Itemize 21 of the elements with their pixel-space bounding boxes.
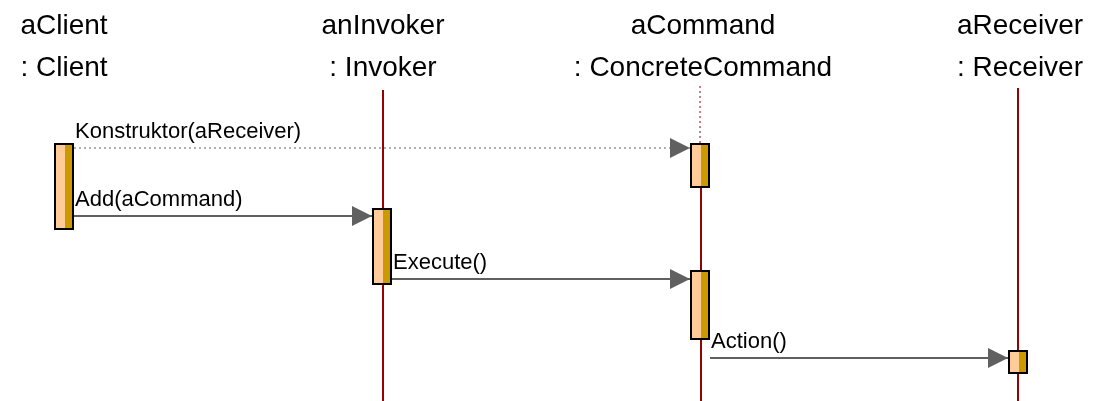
edge-label: Add(aCommand) bbox=[75, 187, 243, 211]
class-name: : Invoker bbox=[328, 50, 438, 84]
activation-bar bbox=[372, 208, 392, 285]
activation-bar bbox=[1008, 350, 1028, 374]
participant-name: anInvoker bbox=[320, 8, 446, 42]
participant-name: aClient bbox=[19, 8, 109, 42]
class-name: : Receiver bbox=[955, 50, 1084, 84]
message-arrow bbox=[73, 206, 373, 226]
participant-name: aCommand bbox=[629, 8, 777, 42]
class-name: : ConcreteCommand bbox=[572, 50, 834, 84]
activation-bar bbox=[690, 270, 710, 340]
lifeline bbox=[699, 85, 701, 144]
message-arrow bbox=[391, 269, 691, 289]
message-arrow bbox=[709, 348, 1009, 368]
activation-bar bbox=[690, 143, 710, 188]
edge-label: Konstruktor(aReceiver) bbox=[75, 119, 302, 143]
activation-bar bbox=[54, 143, 74, 230]
participant-name: aReceiver bbox=[955, 8, 1085, 42]
edge-label: Action() bbox=[711, 329, 787, 353]
class-name: : Client bbox=[19, 50, 109, 84]
edge-label: Execute() bbox=[393, 250, 488, 274]
